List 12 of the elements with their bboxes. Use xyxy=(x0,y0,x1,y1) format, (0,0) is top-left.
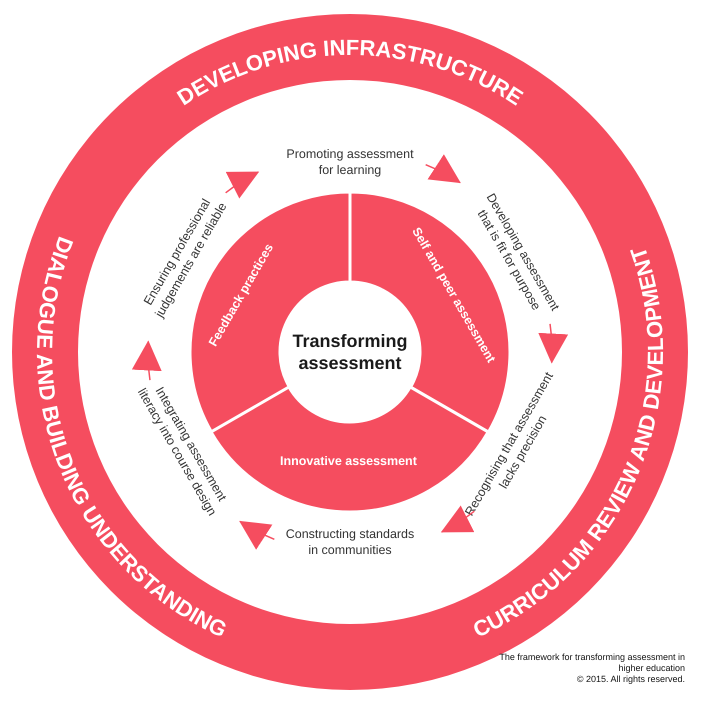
copyright-note: © 2015. All rights reserved. xyxy=(576,674,685,685)
caption: The framework for transforming assessment in higher education xyxy=(498,652,685,674)
arrow xyxy=(425,154,461,184)
arrow xyxy=(132,340,162,380)
step-label: Promoting assessment for learning xyxy=(285,146,415,178)
step-label: Constructing standards in communities xyxy=(284,526,416,558)
arrow xyxy=(239,520,275,550)
arrow xyxy=(225,171,260,199)
center-title: Transforming assessment xyxy=(291,330,408,374)
arrow xyxy=(538,324,568,364)
arrow xyxy=(440,505,475,533)
segment-label: Innovative assessment xyxy=(280,454,417,468)
